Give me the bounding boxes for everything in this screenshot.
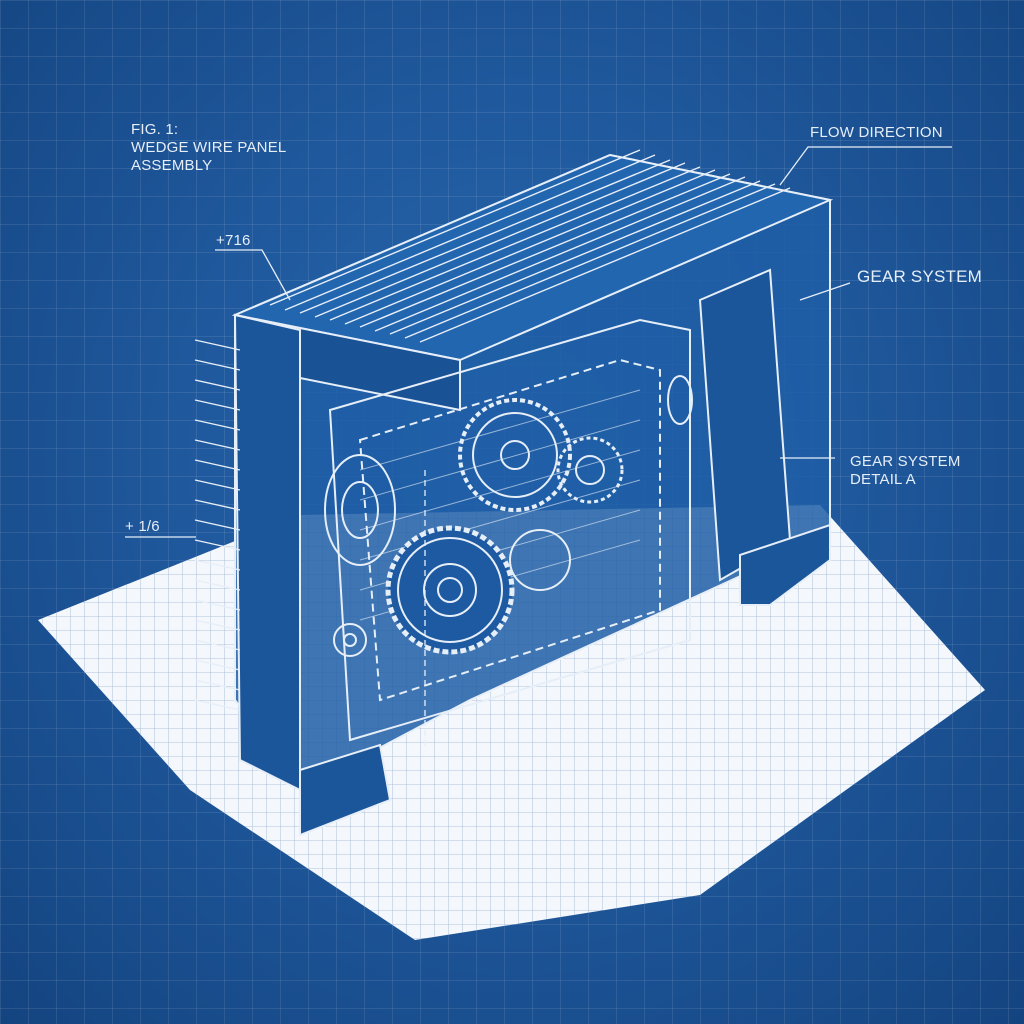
figure-title-line2: WEDGE WIRE PANEL <box>131 139 287 156</box>
assembly-frame <box>194 149 834 837</box>
gear-detail-line2: DETAIL A <box>850 471 916 488</box>
figure-title-line3: ASSEMBLY <box>131 157 213 174</box>
flow-direction-callout: FLOW DIRECTION <box>810 124 943 141</box>
figure-title: FIG. 1: WEDGE WIRE PANEL ASSEMBLY <box>131 121 286 175</box>
gear-detail-line1: GEAR SYSTEM <box>850 453 961 470</box>
figure-title-line1: FIG. 1: <box>131 121 179 138</box>
leader-lines <box>125 146 952 750</box>
gear-detail-callout: GEAR SYSTEM DETAIL A <box>850 453 961 489</box>
gear-system-callout: GEAR SYSTEM <box>857 267 983 286</box>
gear-train <box>324 375 693 657</box>
dimension-top-label: +716 <box>216 232 251 249</box>
dimension-left-label: + 1/6 <box>125 518 160 535</box>
